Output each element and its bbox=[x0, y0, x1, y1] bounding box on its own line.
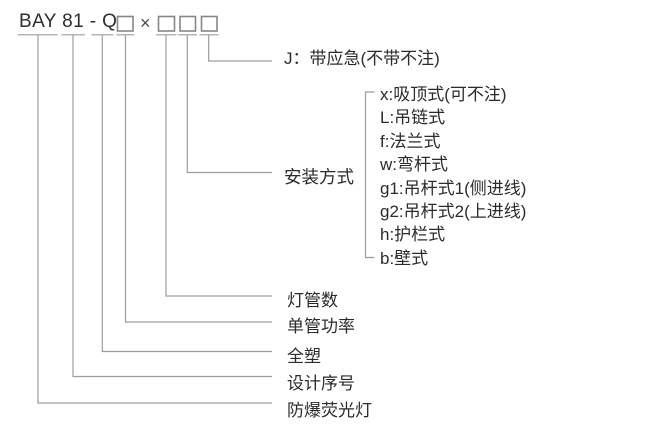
mounting-option: h:护栏式 bbox=[380, 225, 446, 245]
connector-tube-count bbox=[165, 34, 272, 297]
mounting-option: f:法兰式 bbox=[380, 131, 441, 151]
label-mounting-method: 安装方式 bbox=[284, 167, 354, 187]
label-all-plastic: 全塑 bbox=[287, 347, 321, 366]
code-box-3 bbox=[179, 15, 197, 32]
label-product-name: 防爆荧光灯 bbox=[287, 401, 372, 420]
connector-product bbox=[37, 34, 272, 404]
mounting-option: g2:吊杆式2(上进线) bbox=[380, 201, 527, 221]
code-boxes bbox=[116, 15, 218, 32]
mounting-options-bracket bbox=[364, 91, 375, 259]
connector-mounting bbox=[186, 34, 272, 174]
connector-emergency bbox=[208, 34, 272, 62]
label-tube-power: 单管功率 bbox=[287, 317, 355, 336]
connector-design-serial bbox=[72, 34, 272, 378]
mounting-option: g1:吊杆式1(侧进线) bbox=[380, 178, 527, 198]
code-box-2 bbox=[157, 15, 176, 32]
label-design-serial: 设计序号 bbox=[287, 374, 355, 393]
mounting-option: L:吊链式 bbox=[380, 108, 446, 128]
code-box-1 bbox=[116, 15, 134, 32]
label-tube-count: 灯管数 bbox=[287, 291, 338, 310]
label-emergency: J：带应急(不带不注) bbox=[284, 49, 440, 68]
connector-all-plastic bbox=[101, 34, 272, 353]
code-box-4 bbox=[200, 15, 218, 32]
connector-tube-power bbox=[124, 34, 272, 323]
mounting-options-list: x:吸顶式(可不注) L:吊链式 f:法兰式 w:弯杆式 g1:吊杆式1(侧进线… bbox=[380, 83, 526, 270]
multiply-sign: × bbox=[140, 13, 151, 33]
model-code-prefix: BAY 81 - Q bbox=[19, 11, 118, 32]
mounting-option: w:弯杆式 bbox=[380, 155, 448, 175]
mounting-option: x:吸顶式(可不注) bbox=[380, 85, 507, 104]
mounting-option: b:壁式 bbox=[380, 248, 429, 268]
elbow-connectors bbox=[37, 34, 272, 404]
